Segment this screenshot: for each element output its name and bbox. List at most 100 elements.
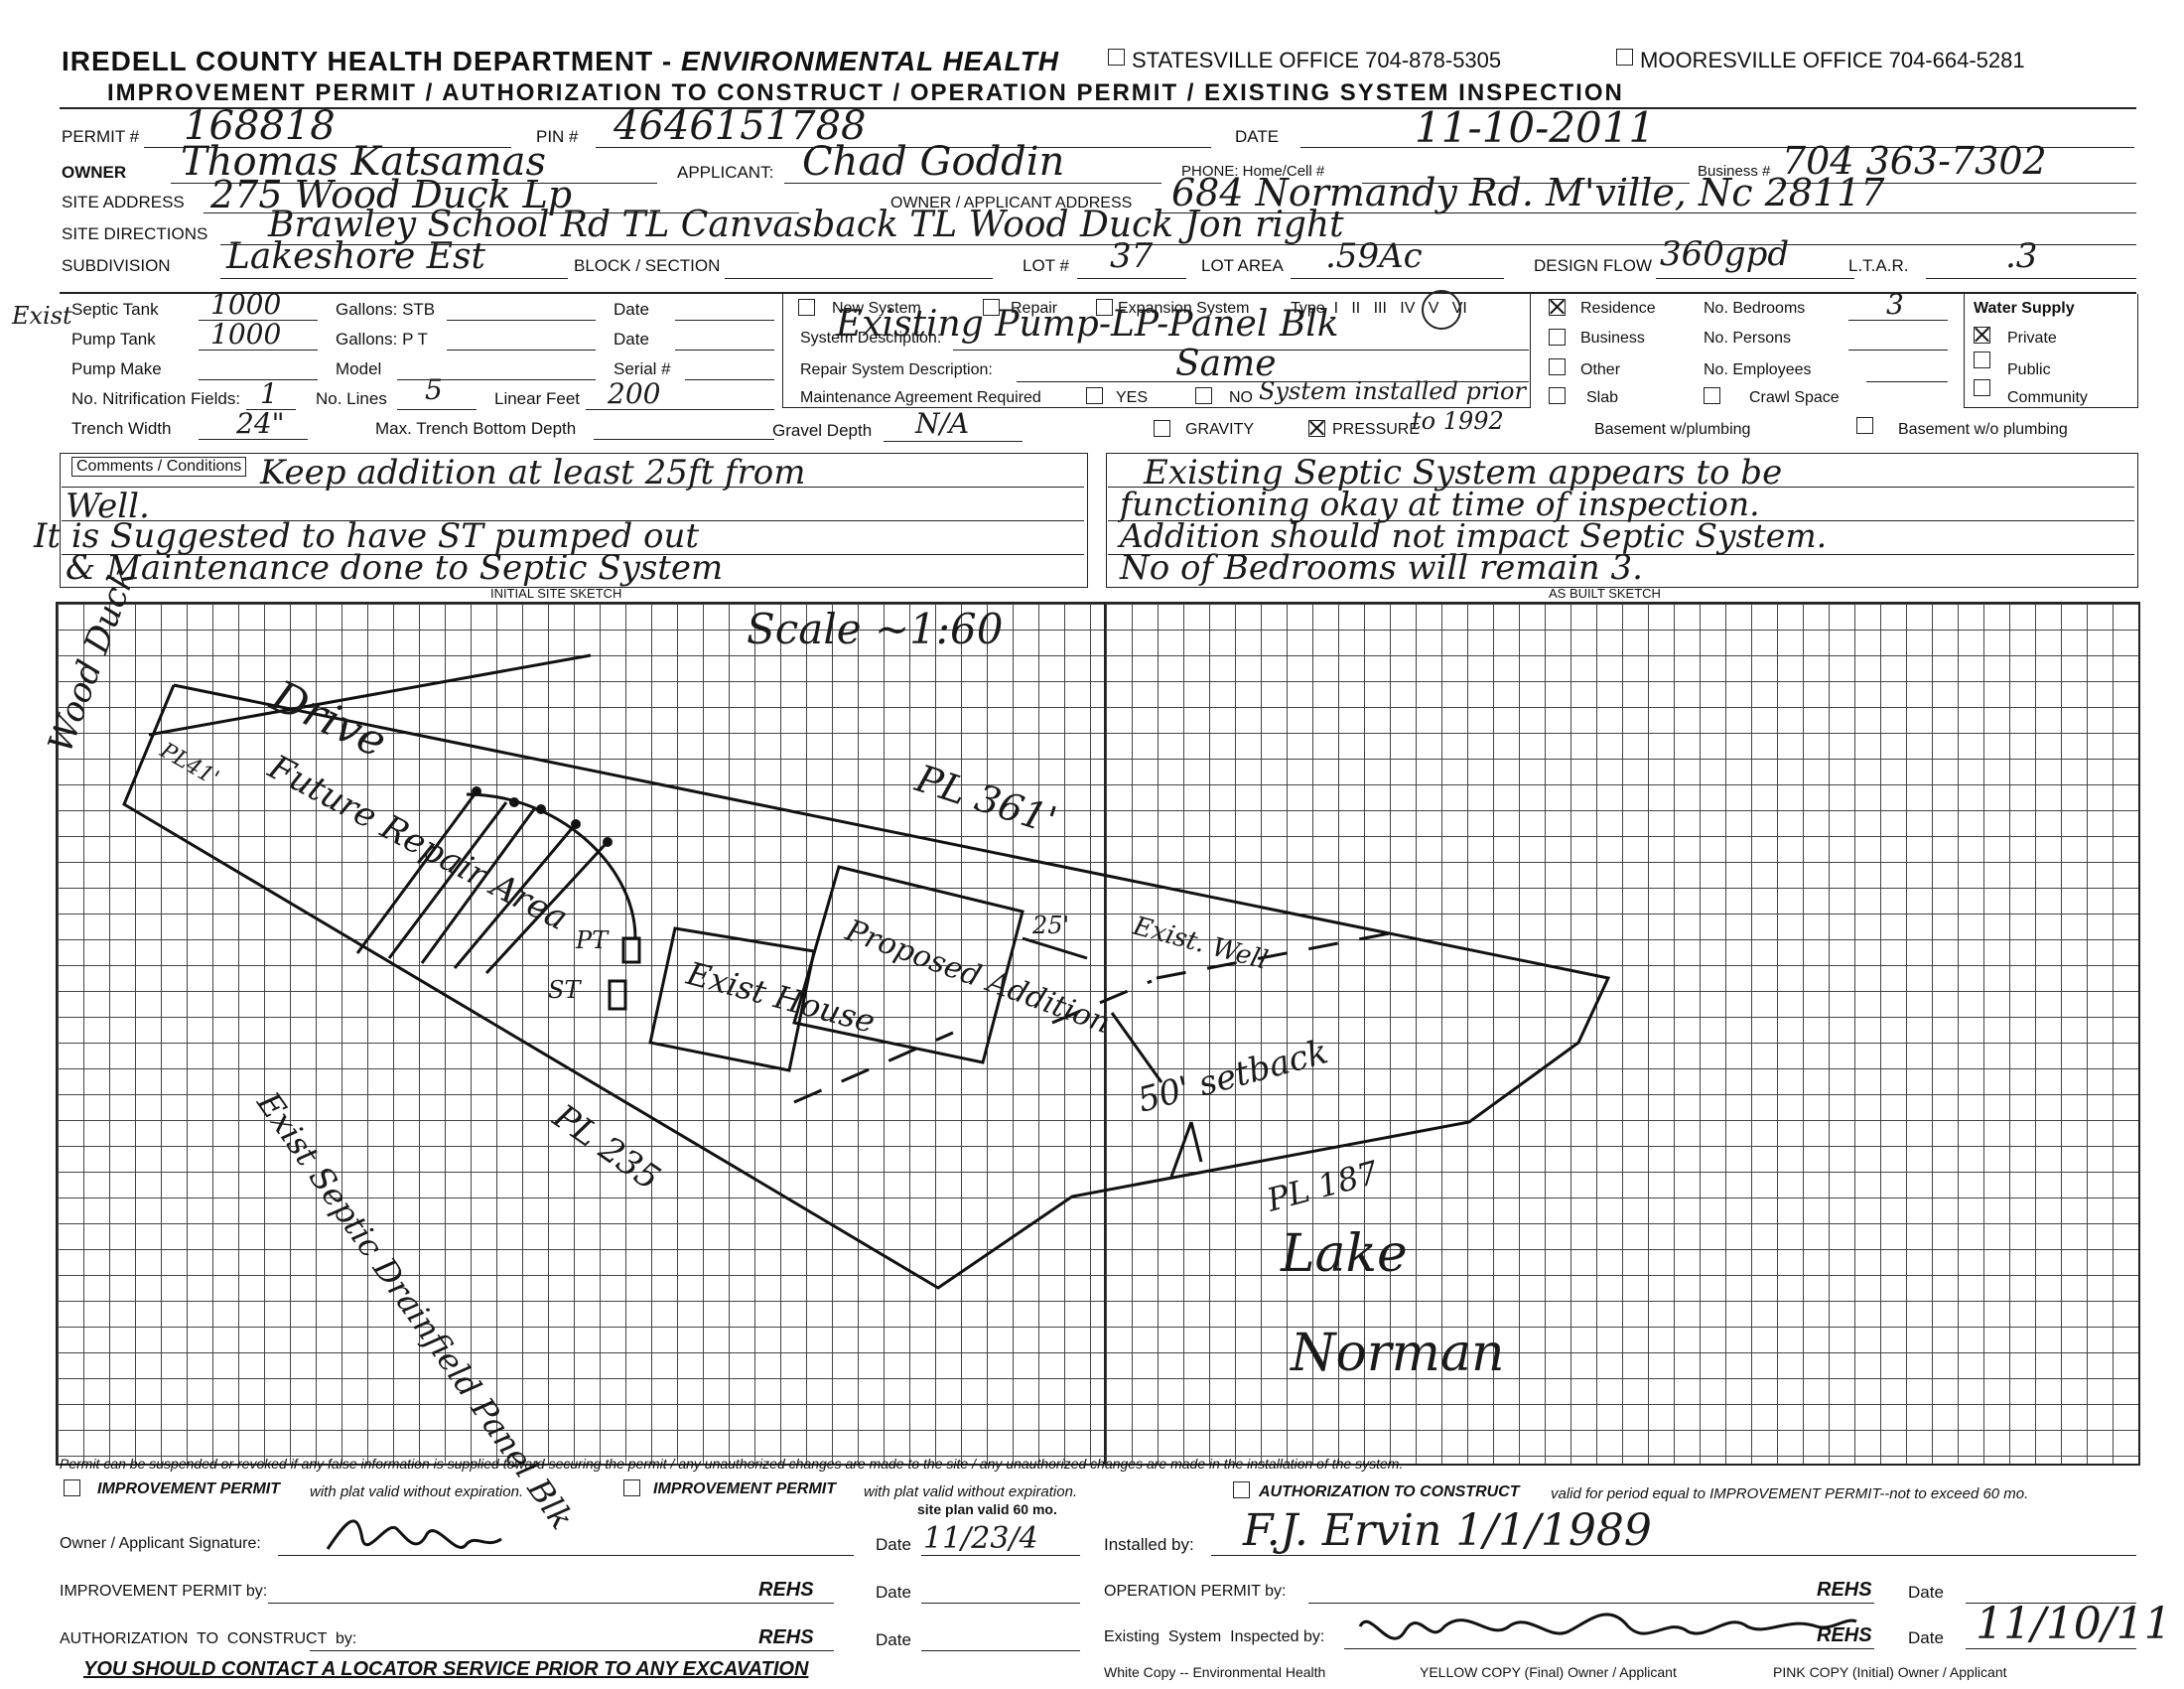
water-supply-label: Water Supply bbox=[1974, 300, 2075, 317]
installed-by-line bbox=[1211, 1555, 2136, 1556]
maintenance-label: Maintenance Agreement Required bbox=[800, 389, 1041, 406]
lot-area-value[interactable]: .59Ac bbox=[1325, 236, 1423, 276]
operation-permit-rehs: REHS bbox=[1817, 1579, 1872, 1601]
system-installed-note: System installed prior bbox=[1259, 377, 1526, 405]
owner-applicant-address-label: OWNER / APPLICANT ADDRESS bbox=[890, 195, 1133, 211]
maintenance-no-checkbox[interactable] bbox=[1195, 387, 1212, 404]
design-flow-value[interactable]: 360gpd bbox=[1660, 234, 1790, 274]
crawl-space-checkbox[interactable] bbox=[1704, 387, 1720, 404]
applicant-line bbox=[784, 183, 1161, 184]
improvement-permit-2-label: IMPROVEMENT PERMIT bbox=[653, 1480, 837, 1497]
sketch-proposed-addition: Proposed Addition bbox=[840, 913, 1114, 1041]
pin-value[interactable]: 4646151788 bbox=[614, 103, 867, 149]
slab-checkbox[interactable] bbox=[1549, 387, 1566, 404]
installed-by-value[interactable]: F.J. Ervin 1/1/1989 bbox=[1243, 1505, 1652, 1556]
comments-box-left bbox=[60, 453, 1088, 588]
statesville-office-checkbox[interactable] bbox=[1108, 49, 1125, 66]
as-built-sketch-grid bbox=[1104, 602, 2140, 1466]
atc-checkbox[interactable] bbox=[1233, 1481, 1250, 1498]
gallons-pt-label: Gallons: P T bbox=[336, 330, 428, 349]
repair-checkbox[interactable] bbox=[983, 299, 1000, 316]
design-flow-line bbox=[1656, 278, 1854, 279]
sketch-pl41: PL41' bbox=[155, 738, 222, 791]
basement-without-checkbox[interactable] bbox=[1856, 417, 1873, 434]
applicant-label: APPLICANT: bbox=[677, 163, 774, 182]
other-checkbox[interactable] bbox=[1549, 358, 1566, 375]
locator-warning: YOU SHOULD CONTACT A LOCATOR SERVICE PRI… bbox=[83, 1658, 809, 1680]
residence-checkbox[interactable] bbox=[1549, 299, 1566, 316]
system-description-value[interactable]: Existing Pump-LP-Panel Blk bbox=[836, 304, 1339, 345]
pump-tank-value[interactable]: 1000 bbox=[210, 318, 282, 351]
date2-line bbox=[675, 350, 774, 351]
ltar-line bbox=[1926, 278, 2136, 279]
operation-permit-date-line bbox=[1966, 1603, 2136, 1604]
subdivision-value[interactable]: Lakeshore Est bbox=[226, 236, 485, 277]
linear-feet-value[interactable]: 200 bbox=[608, 377, 661, 410]
gravity-checkbox[interactable] bbox=[1154, 420, 1170, 437]
existing-inspected-line bbox=[1344, 1648, 1874, 1649]
business-checkbox[interactable] bbox=[1549, 329, 1566, 346]
repair-description-label: Repair System Description: bbox=[800, 361, 993, 378]
ltar-value[interactable]: .3 bbox=[2005, 236, 2038, 276]
linear-feet-line bbox=[586, 409, 774, 410]
owner-signature bbox=[326, 1519, 502, 1550]
comment-left-1: Keep addition at least 25ft from bbox=[260, 453, 806, 493]
community-checkbox[interactable] bbox=[1974, 379, 1990, 396]
inspection-date-value[interactable]: 11/10/11 bbox=[1976, 1599, 2172, 1649]
public-checkbox[interactable] bbox=[1974, 352, 1990, 368]
comment-line-2 bbox=[62, 520, 1084, 521]
inspection-date-label: Date bbox=[1908, 1628, 1944, 1647]
trench-width-value[interactable]: 24" bbox=[236, 407, 285, 440]
maintenance-yes-checkbox[interactable] bbox=[1086, 387, 1103, 404]
gravel-depth-line bbox=[884, 441, 1023, 442]
expansion-checkbox[interactable] bbox=[1096, 299, 1113, 316]
pressure-note: to 1992 bbox=[1412, 407, 1504, 435]
community-label: Community bbox=[2007, 389, 2088, 406]
atc-rehs: REHS bbox=[758, 1626, 814, 1648]
as-built-sketch-label: AS BUILT SKETCH bbox=[1549, 586, 1661, 601]
block-section-line bbox=[725, 278, 993, 279]
date-value[interactable]: 11-10-2011 bbox=[1415, 103, 1656, 152]
pressure-checkbox[interactable] bbox=[1308, 420, 1325, 437]
private-checkbox[interactable] bbox=[1974, 327, 1990, 344]
pump-tank-box bbox=[621, 936, 641, 964]
owner-signature-date-line bbox=[921, 1555, 1080, 1556]
permit-value[interactable]: 168818 bbox=[184, 103, 336, 149]
owner-signature-date-value[interactable]: 11/23/4 bbox=[923, 1521, 1038, 1556]
improvement-permit-2-checkbox[interactable] bbox=[623, 1479, 640, 1496]
new-system-checkbox[interactable] bbox=[798, 299, 815, 316]
applicant-value[interactable]: Chad Goddin bbox=[802, 139, 1065, 185]
atc-label: AUTHORIZATION TO CONSTRUCT bbox=[1259, 1483, 1520, 1500]
owner-value[interactable]: Thomas Katsamas bbox=[181, 139, 547, 185]
nitrification-value[interactable]: 1 bbox=[260, 377, 278, 410]
site-address-label: SITE ADDRESS bbox=[62, 193, 185, 211]
repair-description-value[interactable]: Same bbox=[1175, 344, 1277, 384]
improvement-permit-1-checkbox[interactable] bbox=[64, 1479, 80, 1496]
division-name: ENVIRONMENTAL HEALTH bbox=[681, 46, 1059, 76]
site-directions-value[interactable]: Brawley School Rd TL Canvasback TL Wood … bbox=[268, 205, 1344, 245]
site-plan-note: site plan valid 60 mo. bbox=[917, 1501, 1057, 1517]
system-description-label: System Description: bbox=[800, 330, 942, 347]
bedrooms-value[interactable]: 3 bbox=[1886, 288, 1904, 321]
agency-name: IREDELL COUNTY HEALTH DEPARTMENT - bbox=[62, 46, 673, 76]
septic-tank-box bbox=[608, 979, 627, 1011]
site-address-value[interactable]: 275 Wood Duck Lp bbox=[210, 173, 573, 216]
owner-applicant-address-value[interactable]: 684 Normandy Rd. M'ville, Nc 28117 bbox=[1171, 171, 1885, 214]
lot-value[interactable]: 37 bbox=[1110, 236, 1154, 276]
septic-tank-value[interactable]: 1000 bbox=[210, 288, 282, 321]
mooresville-office-checkbox[interactable] bbox=[1616, 49, 1633, 66]
site-directions-line bbox=[220, 244, 2136, 245]
sketch-pl187: PL 187 bbox=[1262, 1153, 1383, 1219]
septic-tank-line bbox=[199, 320, 318, 321]
pin-label: PIN # bbox=[536, 127, 579, 146]
business-value[interactable]: 704 363-7302 bbox=[1782, 139, 2047, 183]
gravel-depth-value[interactable]: N/A bbox=[915, 407, 970, 440]
site-address-line bbox=[204, 212, 799, 213]
atc-suffix: valid for period equal to IMPROVEMENT PE… bbox=[1551, 1485, 2029, 1502]
comment-left-4: & Maintenance done to Septic System bbox=[66, 548, 724, 588]
system-mid-frame bbox=[782, 294, 1531, 408]
gravity-label: GRAVITY bbox=[1185, 421, 1255, 438]
no-lines-value[interactable]: 5 bbox=[425, 373, 443, 406]
owner-signature-date-label: Date bbox=[876, 1535, 911, 1554]
form-subtitle: IMPROVEMENT PERMIT / AUTHORIZATION TO CO… bbox=[107, 79, 1624, 106]
